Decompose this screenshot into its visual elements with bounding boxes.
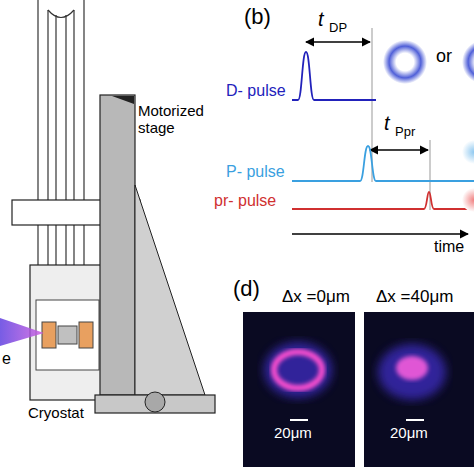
stage-corner [112,96,134,104]
delay-arrow [306,41,370,42]
d-pulse-trace [292,52,376,100]
signal-name: pr- pulse [214,192,276,210]
image-label: Δx =40μm [376,287,453,307]
time-axis [292,233,468,234]
delay-symbol: t [384,112,390,135]
scale-label: 20μm [274,424,312,441]
delay-symbol: t [318,8,324,31]
image-frame [364,312,474,467]
sample-block [79,322,93,348]
signal-name: P- pulse [226,163,285,181]
beam-spot [462,140,474,164]
delay-arrow [370,149,428,150]
panel-label: (b) [244,4,271,29]
delay-subscript: Ppr [395,125,415,140]
donut-beam [462,40,474,84]
sample-block [42,322,56,348]
rod-top [48,10,74,18]
rod [65,15,66,265]
part-name: Cryostat [28,404,84,421]
axis-label: time [434,238,464,256]
signal-name: D- pulse [226,82,286,100]
laser-beam [0,318,44,346]
rod [47,10,48,265]
part-name: Motorized stage [138,102,228,137]
scale-bar [406,419,424,421]
note: or [436,46,452,67]
stage-knob [145,392,165,412]
scale-bar [290,419,308,421]
spot-image [396,356,428,380]
ring-image [274,352,322,388]
cryostat-window [36,300,99,370]
sample [58,326,77,344]
scale-label: 20μm [390,424,428,441]
panel-label: (d) [233,276,260,301]
p-pulse-trace [292,146,474,181]
rod [73,10,74,265]
rod [55,15,56,265]
pr-pulse-trace [292,192,474,209]
image-frame [243,312,355,467]
stage-column [100,95,135,395]
glow [264,342,332,398]
image-label: Δx =0μm [282,287,350,307]
glow [378,344,446,400]
part-name: e [2,350,11,368]
donut-beam [383,40,427,84]
delay-subscript: DP [329,21,347,36]
stage-support [135,185,205,395]
beam-spot [462,188,474,212]
